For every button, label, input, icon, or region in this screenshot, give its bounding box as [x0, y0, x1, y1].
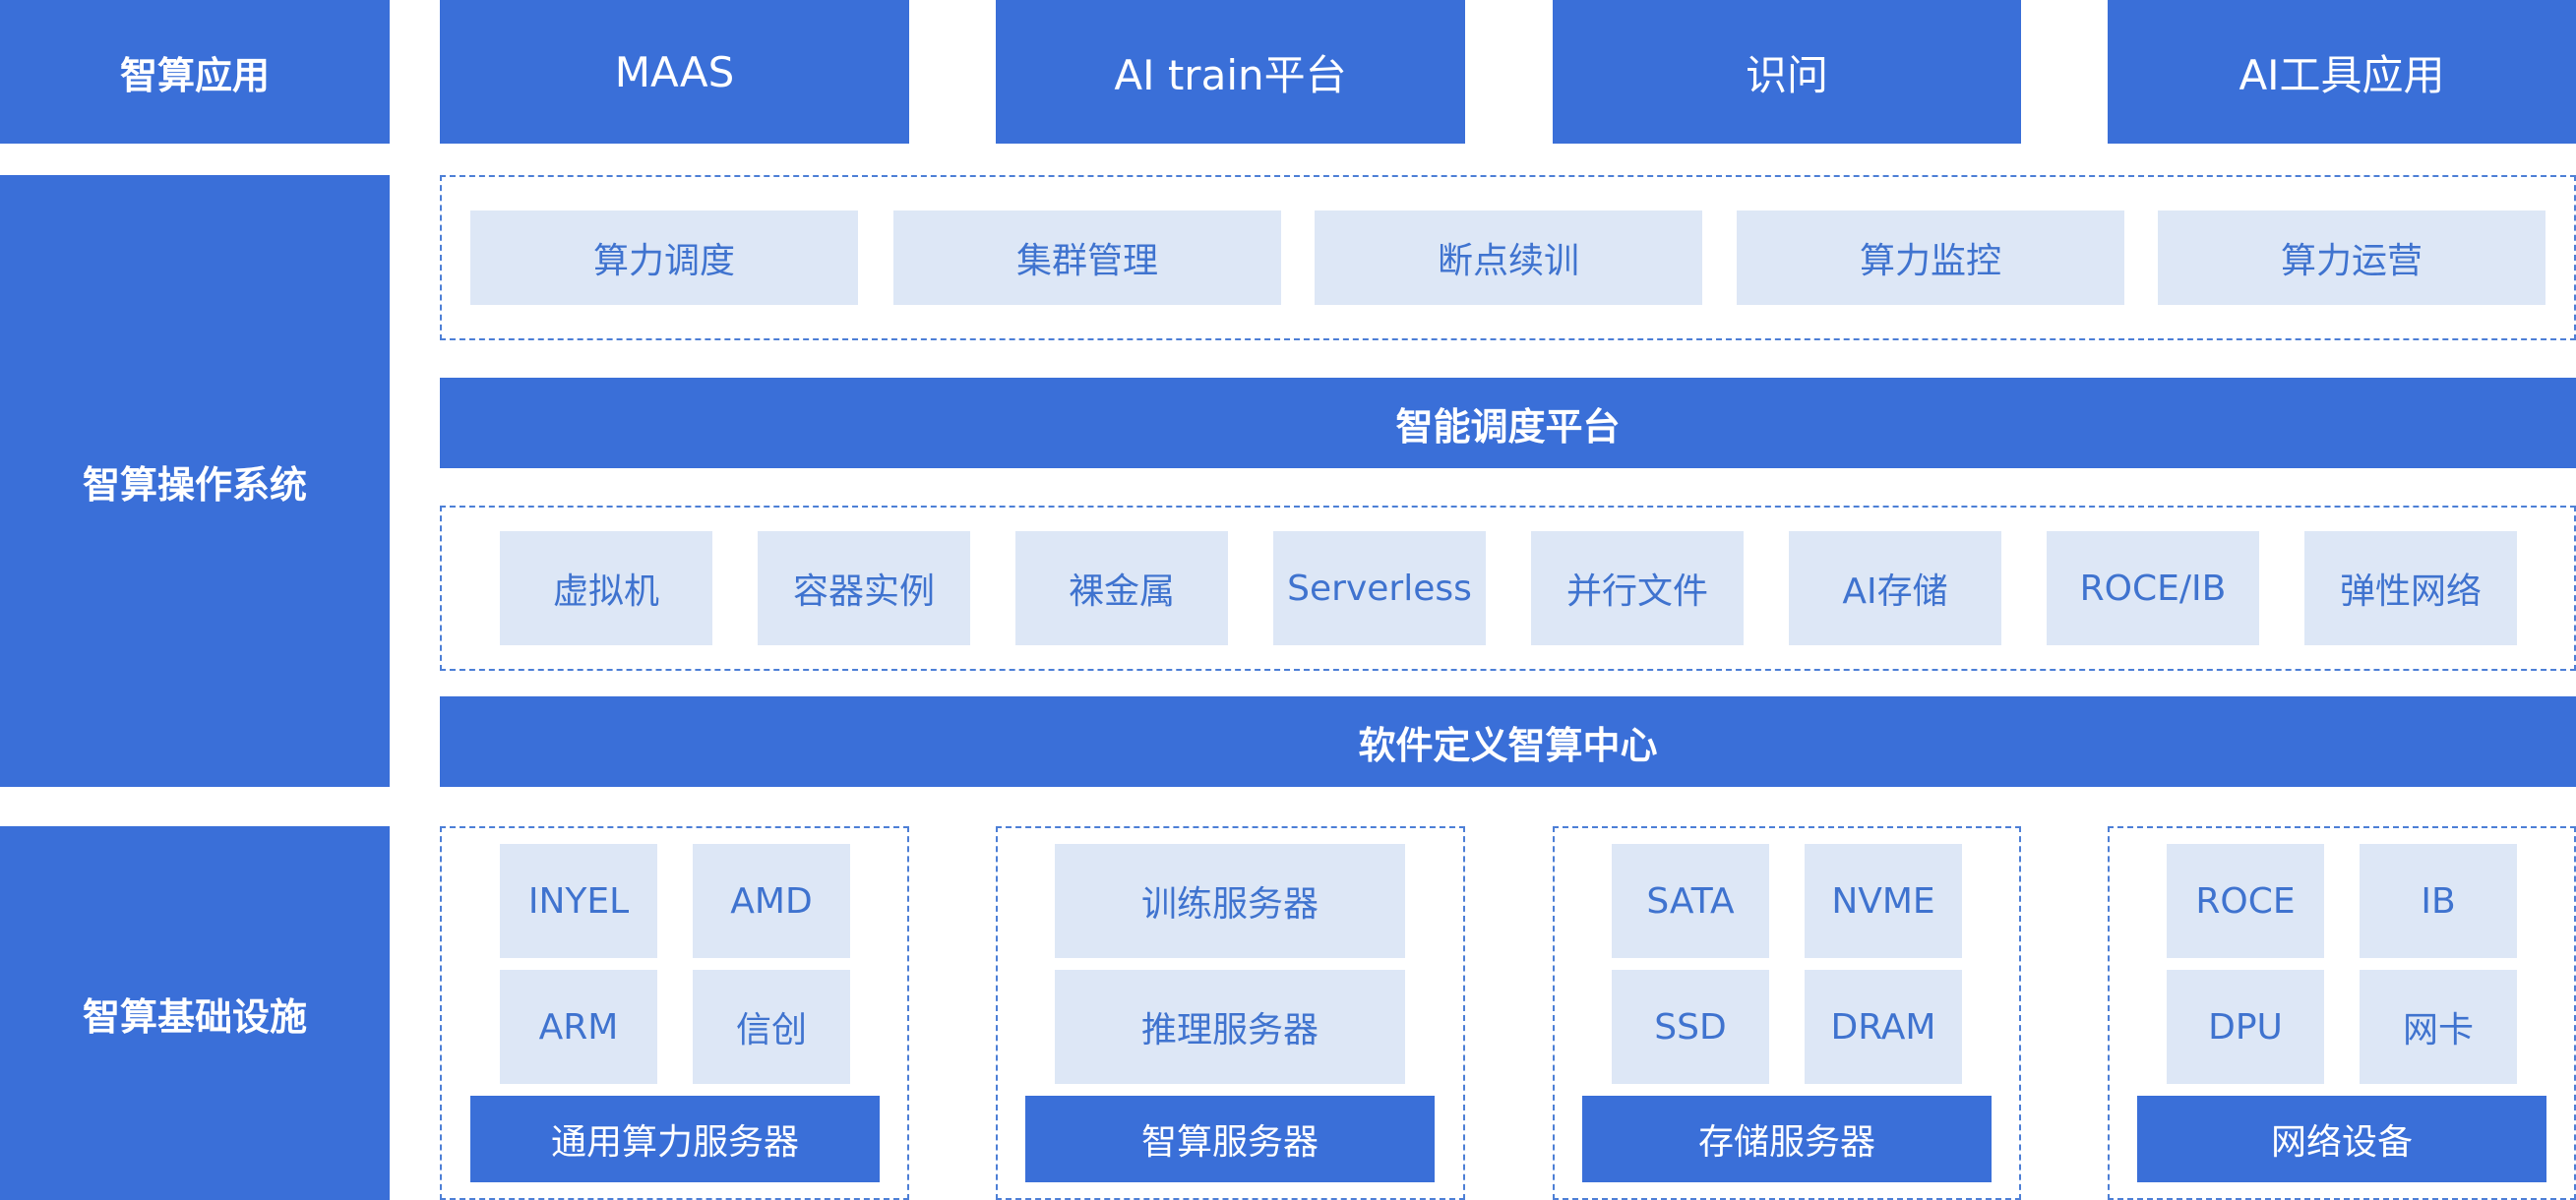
os-service-tile: 算力运营 — [2158, 210, 2545, 305]
resource-tile: 并行文件 — [1531, 531, 1744, 645]
layer-infra-text: 智算基础设施 — [82, 994, 307, 1039]
resource-tile: 容器实例 — [758, 531, 970, 645]
tile-label: 弹性网络 — [2339, 571, 2482, 612]
tile-label: 推理服务器 — [1140, 1010, 1319, 1050]
tile-label: 信创 — [735, 1010, 807, 1050]
infra-item-tile: AMD — [693, 844, 850, 958]
bar-label: 软件定义智算中心 — [1358, 723, 1658, 767]
tile-label: Serverless — [1287, 568, 1472, 609]
layer-label-os: 智算操作系统 — [0, 175, 390, 787]
tile-label: ROCE — [2195, 880, 2296, 922]
app-label: MAAS — [614, 47, 735, 96]
app-box-maas: MAAS — [440, 0, 909, 144]
infra-item-tile: NVME — [1805, 844, 1962, 958]
tile-label: 容器实例 — [792, 571, 935, 612]
footer-label: 网络设备 — [2270, 1122, 2413, 1163]
tile-label: DPU — [2208, 1006, 2283, 1048]
resource-tile: ROCE/IB — [2047, 531, 2259, 645]
infra-item-tile: DRAM — [1805, 970, 1962, 1084]
resource-tile: 裸金属 — [1015, 531, 1228, 645]
infra-group-footer: 通用算力服务器 — [470, 1096, 880, 1182]
tile-label: SATA — [1646, 880, 1735, 922]
app-box-ai-tools: AI工具应用 — [2108, 0, 2576, 144]
tile-label: DRAM — [1830, 1006, 1936, 1048]
app-box-shiwen: 识问 — [1553, 0, 2021, 144]
resource-tile: 虚拟机 — [500, 531, 712, 645]
tile-label: AMD — [730, 880, 813, 922]
os-service-tile: 断点续训 — [1315, 210, 1702, 305]
footer-label: 通用算力服务器 — [550, 1122, 799, 1163]
layer-label-apps: 智算应用 — [0, 0, 390, 144]
bar-label: 智能调度平台 — [1395, 404, 1621, 449]
layer-os-text: 智算操作系统 — [82, 462, 307, 507]
tile-label: AI存储 — [1842, 571, 1948, 612]
infra-group-footer: 存储服务器 — [1582, 1096, 1992, 1182]
app-label: 识问 — [1745, 50, 1828, 99]
os-service-tile: 算力调度 — [470, 210, 858, 305]
tile-label: 虚拟机 — [552, 571, 659, 612]
infra-group-footer: 网络设备 — [2137, 1096, 2546, 1182]
tile-label: 并行文件 — [1565, 571, 1708, 612]
tile-label: 裸金属 — [1068, 571, 1175, 612]
layer-apps-text: 智算应用 — [119, 53, 270, 97]
tile-label: 网卡 — [2402, 1010, 2474, 1050]
scheduling-platform-bar: 智能调度平台 — [440, 378, 2576, 468]
tile-label: 算力调度 — [592, 241, 735, 281]
infra-item-tile: 推理服务器 — [1055, 970, 1405, 1084]
tile-label: 集群管理 — [1015, 241, 1158, 281]
tile-label: ARM — [538, 1006, 619, 1048]
infra-item-tile: SATA — [1612, 844, 1769, 958]
sddc-bar: 软件定义智算中心 — [440, 696, 2576, 787]
resource-tile: Serverless — [1273, 531, 1486, 645]
infra-item-tile: IB — [2360, 844, 2517, 958]
tile-label: NVME — [1831, 880, 1935, 922]
os-service-tile: 集群管理 — [893, 210, 1281, 305]
resource-tile: AI存储 — [1789, 531, 2001, 645]
infra-item-tile: 信创 — [693, 970, 850, 1084]
app-label: AI train平台 — [1114, 50, 1347, 99]
infra-item-tile: ARM — [500, 970, 657, 1084]
infra-item-tile: INYEL — [500, 844, 657, 958]
tile-label: SSD — [1654, 1006, 1727, 1048]
tile-label: IB — [2421, 880, 2456, 922]
tile-label: 训练服务器 — [1140, 884, 1319, 925]
infra-item-tile: ROCE — [2167, 844, 2324, 958]
tile-label: INYEL — [527, 880, 630, 922]
layer-label-infra: 智算基础设施 — [0, 826, 390, 1200]
resource-tile: 弹性网络 — [2304, 531, 2517, 645]
app-box-ai-train: AI train平台 — [996, 0, 1465, 144]
app-label: AI工具应用 — [2239, 50, 2445, 99]
tile-label: ROCE/IB — [2079, 568, 2227, 609]
infra-item-tile: 网卡 — [2360, 970, 2517, 1084]
tile-label: 算力监控 — [1859, 241, 2001, 281]
footer-label: 存储服务器 — [1697, 1122, 1875, 1163]
os-service-tile: 算力监控 — [1737, 210, 2124, 305]
infra-item-tile: SSD — [1612, 970, 1769, 1084]
infra-item-tile: 训练服务器 — [1055, 844, 1405, 958]
tile-label: 算力运营 — [2280, 241, 2423, 281]
footer-label: 智算服务器 — [1140, 1122, 1319, 1163]
infra-group-footer: 智算服务器 — [1025, 1096, 1435, 1182]
infra-item-tile: DPU — [2167, 970, 2324, 1084]
tile-label: 断点续训 — [1437, 241, 1579, 281]
